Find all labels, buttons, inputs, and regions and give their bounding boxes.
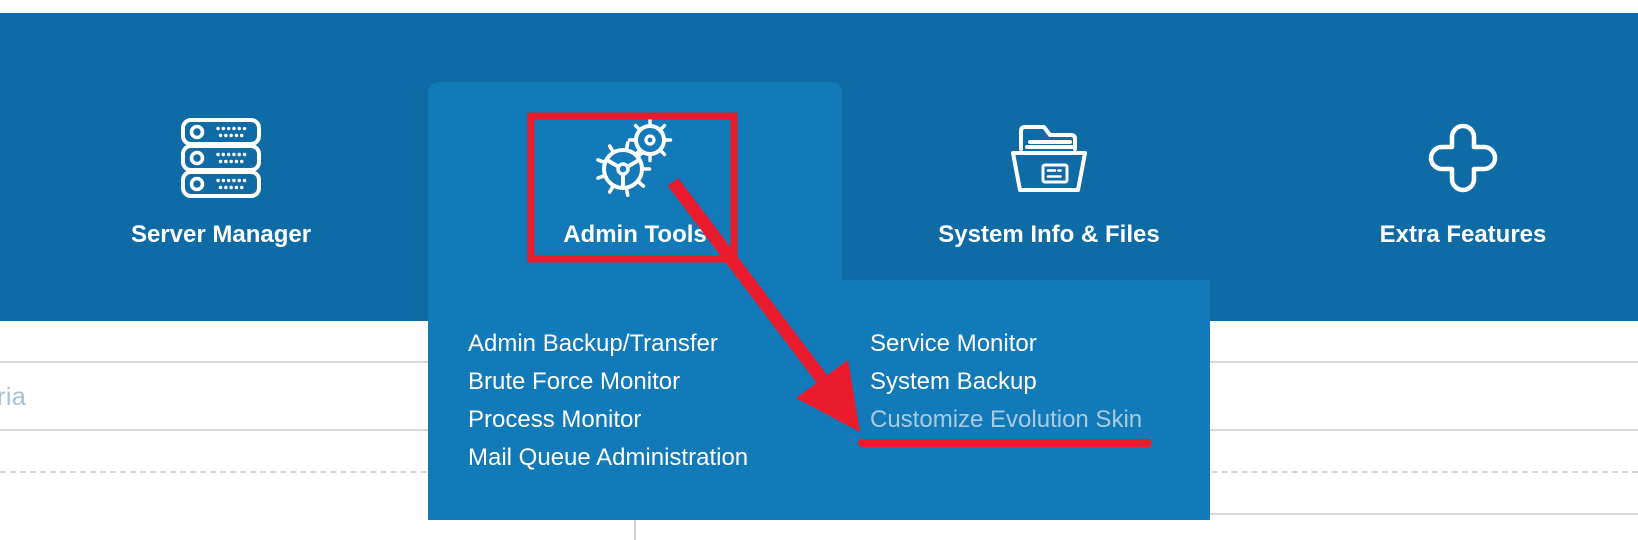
server-rack-icon (181, 118, 261, 198)
page-divider-line-right (1210, 513, 1638, 515)
nav-item-admin-tools[interactable]: Admin Tools (428, 13, 842, 321)
menu-item-admin-backup-transfer[interactable]: Admin Backup/Transfer (468, 330, 718, 357)
plus-icon (1428, 123, 1498, 193)
nav-label-server-manager: Server Manager (130, 221, 312, 248)
menu-item-customize-evolution-skin[interactable]: Customize Evolution Skin (870, 406, 1143, 433)
menu-item-system-backup[interactable]: System Backup (870, 368, 1037, 395)
menu-item-service-monitor[interactable]: Service Monitor (870, 330, 1037, 357)
nav-label-extra-features: Extra Features (1379, 221, 1547, 248)
dropdown-left-column: Admin Backup/Transfer Brute Force Monito… (428, 325, 870, 520)
menu-item-brute-force-monitor[interactable]: Brute Force Monitor (468, 368, 681, 395)
menu-item-process-monitor[interactable]: Process Monitor (468, 406, 642, 433)
menu-item-mail-queue-administration[interactable]: Mail Queue Administration (468, 444, 749, 471)
nav-items-row: Server Manager (14, 13, 1638, 321)
dropdown-right-column: Service Monitor System Backup Customize … (870, 325, 1210, 520)
nav-item-server-manager[interactable]: Server Manager (14, 13, 428, 321)
nav-label-admin-tools: Admin Tools (563, 221, 707, 248)
open-folder-icon (1011, 125, 1087, 192)
clipped-page-text: ria (0, 383, 27, 411)
nav-item-system-info-files[interactable]: System Info & Files (842, 13, 1256, 321)
nav-item-extra-features[interactable]: Extra Features (1256, 13, 1638, 321)
gears-icon (596, 117, 673, 197)
page-vertical-divider (634, 519, 636, 540)
nav-label-system-info-files: System Info & Files (938, 221, 1160, 248)
